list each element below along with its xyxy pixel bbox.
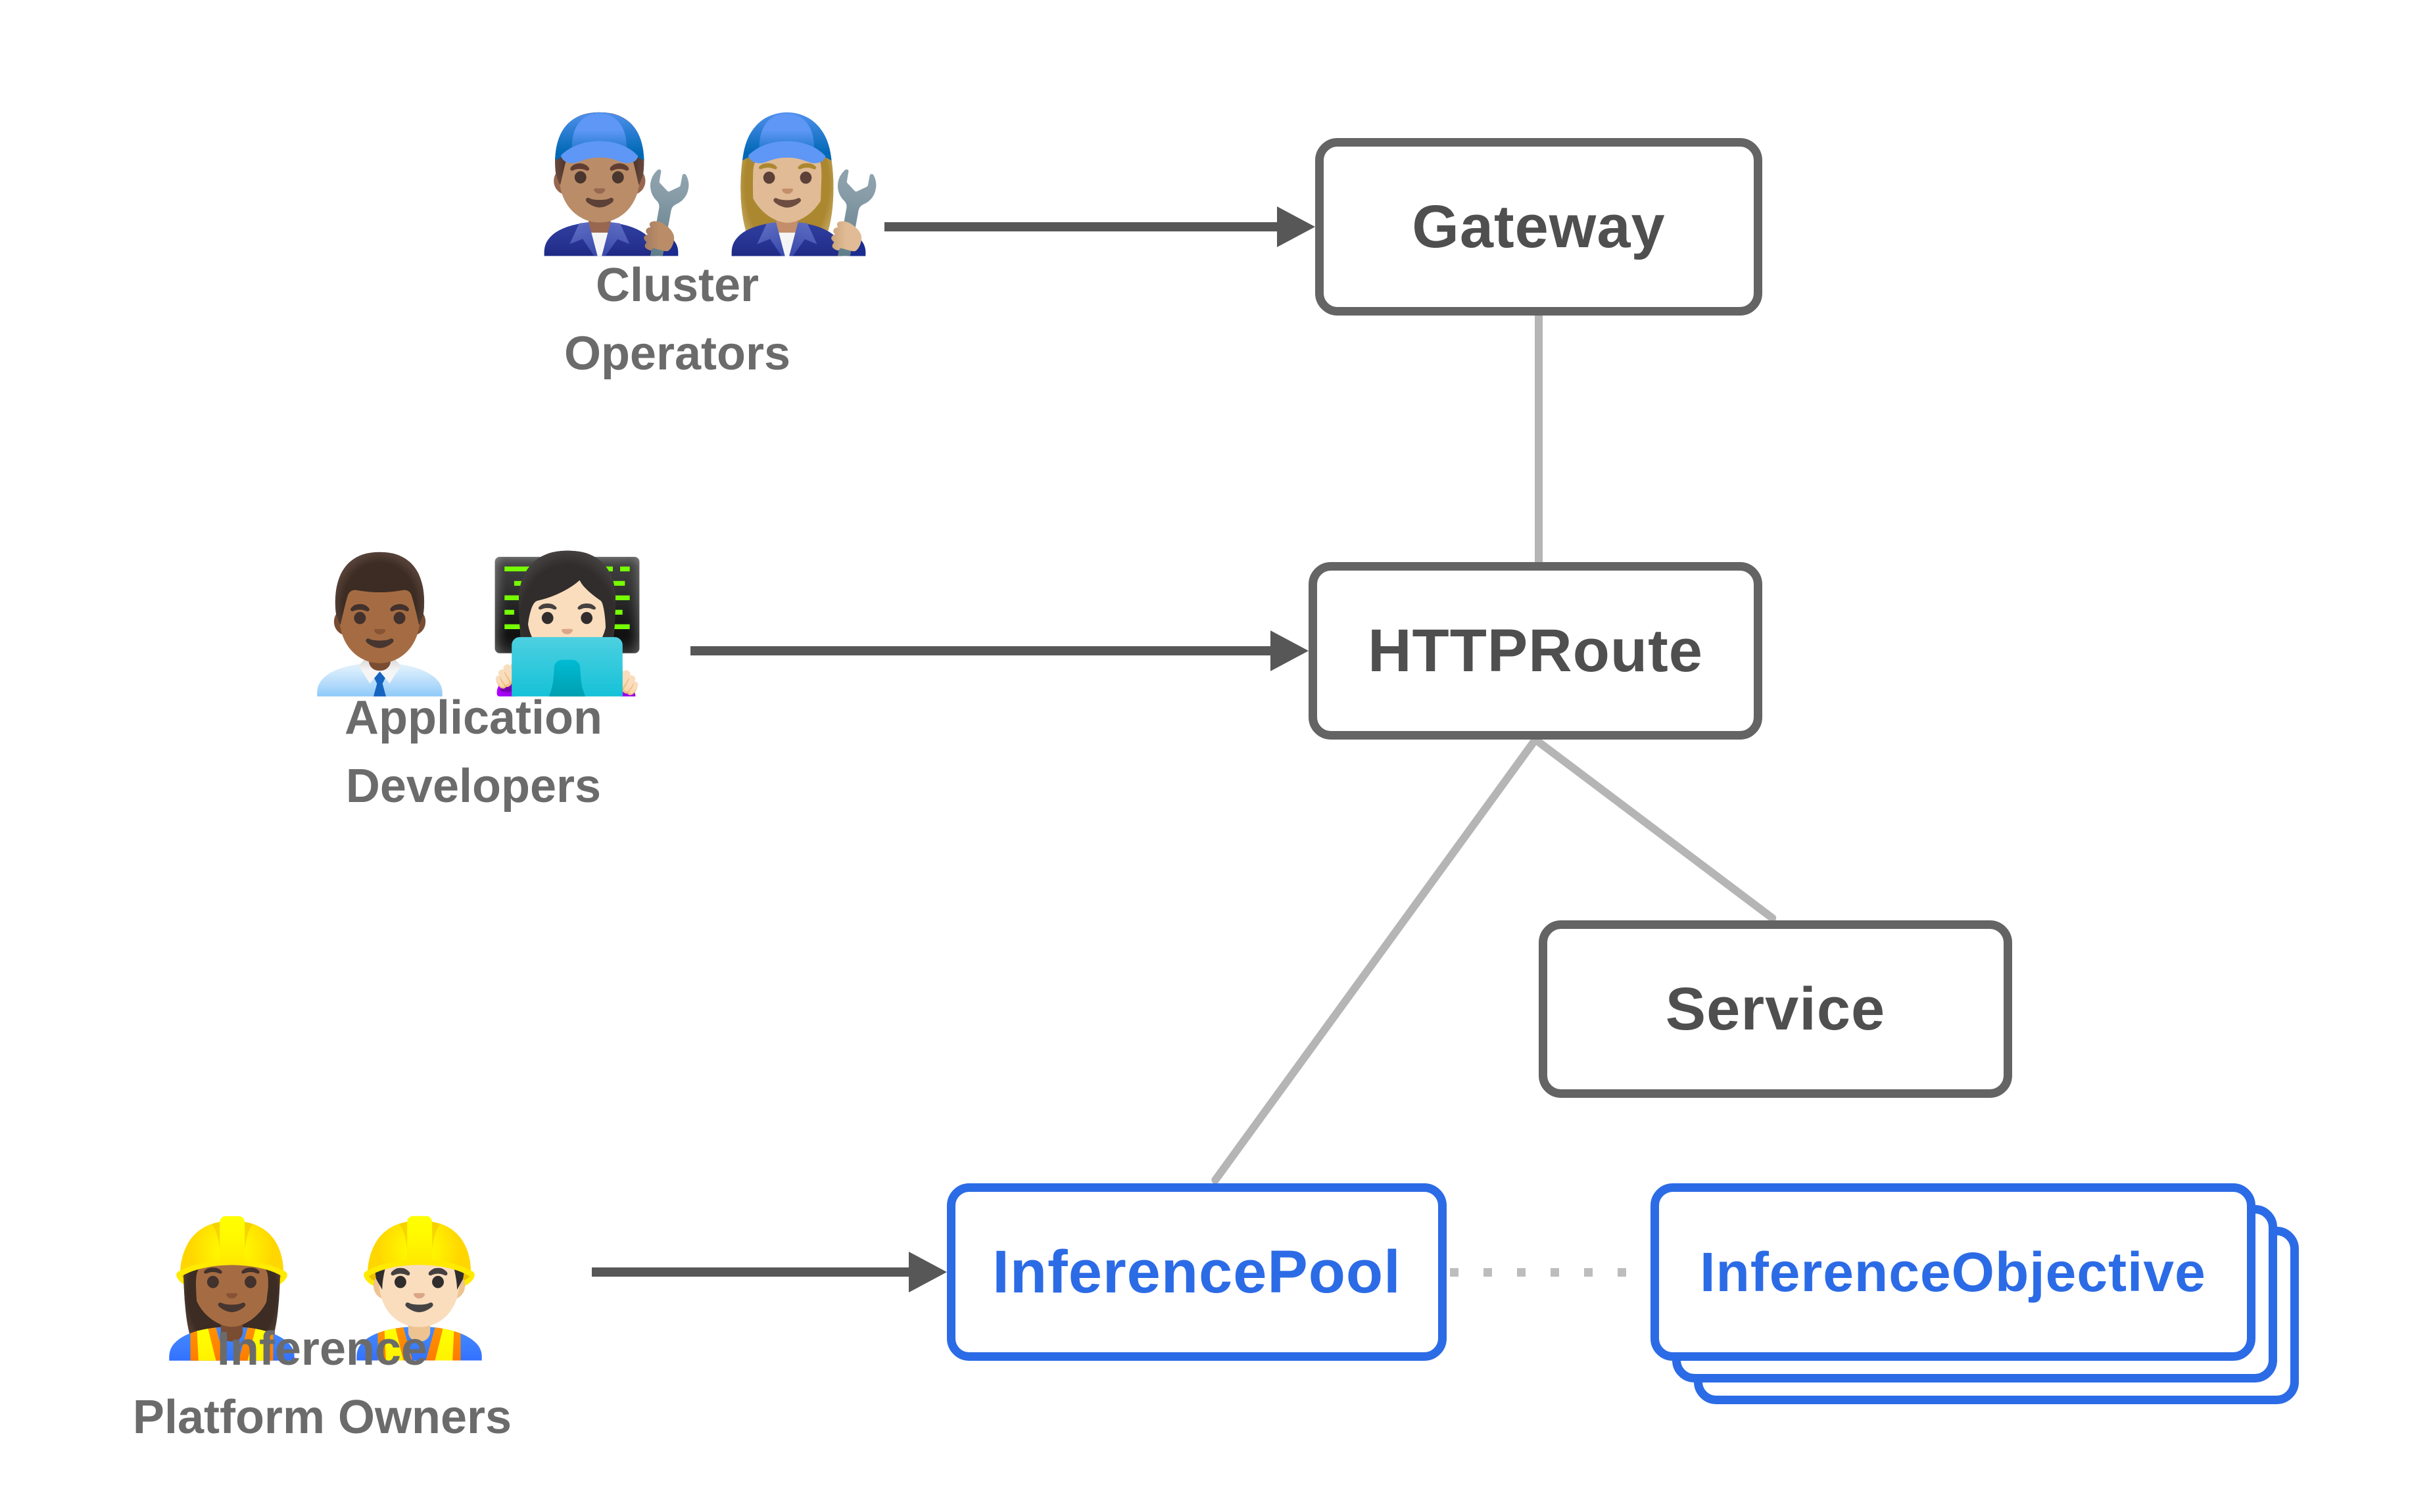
cluster-operators-label: Cluster Operators [414, 251, 940, 388]
node-gateway-label: Gateway [1412, 193, 1666, 260]
man-construction-worker-emoji-icon: 👷🏻‍♂️ [337, 1215, 502, 1361]
node-service: Service [1539, 920, 2012, 1098]
node-httproute: HTTPRoute [1309, 562, 1762, 740]
connector-inferencepool-inferenceobjective-dotted [1450, 1268, 1647, 1277]
man-mechanic-emoji-icon: 👨🏽‍🔧 [534, 110, 698, 257]
inference-platform-owners-label: Inference Platform Owners [59, 1315, 585, 1452]
arrowhead-right-icon [1277, 206, 1315, 247]
connector-httproute-service [1533, 736, 1778, 924]
arrowhead-right-icon [909, 1252, 947, 1292]
man-office-worker-emoji-icon: 👨🏾‍💼 [297, 551, 462, 697]
arrow-shaft [592, 1267, 911, 1277]
application-developers-label-line1: Application [345, 692, 602, 744]
cluster-operators-label-line2: Operators [564, 327, 791, 380]
application-developers-label-line2: Developers [345, 760, 602, 813]
connector-httproute-inferencepool [1209, 737, 1539, 1186]
cluster-operators-label-line1: Cluster [595, 259, 759, 312]
cluster-operators-emoji-row: 👨🏽‍🔧👩🏼‍🔧 [447, 92, 973, 276]
arrow-shaft [690, 646, 1272, 655]
application-developers-emoji-row: 👨🏾‍💼👩🏻‍💻 [210, 532, 736, 717]
node-inferencepool: InferencePool [947, 1183, 1447, 1361]
inference-platform-owners-label-line2: Platform Owners [132, 1391, 512, 1444]
node-inferencepool-label: InferencePool [992, 1238, 1401, 1306]
node-inferenceobjective-label: InferenceObjective [1700, 1240, 2206, 1303]
node-httproute-label: HTTPRoute [1368, 617, 1703, 684]
node-service-label: Service [1665, 975, 1886, 1043]
woman-technologist-emoji-icon: 👩🏻‍💻 [485, 551, 650, 697]
woman-mechanic-emoji-icon: 👩🏼‍🔧 [722, 110, 886, 257]
arrowhead-right-icon [1270, 630, 1309, 671]
node-inferenceobjective: InferenceObjective [1650, 1183, 2255, 1361]
arrow-shaft [884, 222, 1279, 231]
woman-construction-worker-emoji-icon: 👷🏾‍♀️ [149, 1215, 314, 1361]
inference-platform-owners-emoji-row: 👷🏾‍♀️👷🏻‍♂️ [62, 1196, 589, 1381]
node-gateway: Gateway [1315, 138, 1762, 316]
connector-gateway-httproute [1535, 314, 1543, 564]
application-developers-label: Application Developers [210, 684, 736, 820]
inference-platform-owners-label-line1: Inference [216, 1323, 428, 1375]
